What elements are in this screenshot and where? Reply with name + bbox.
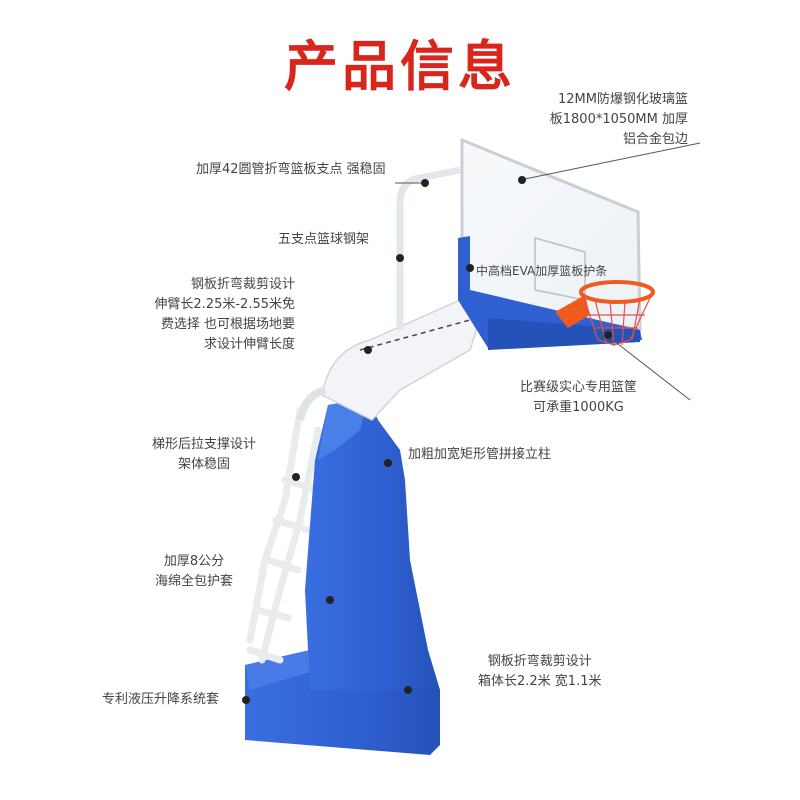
- callout-column: 加粗加宽矩形管拼接立柱: [408, 447, 552, 462]
- page-title: 产品信息: [284, 35, 516, 98]
- hoop-rim: [555, 280, 655, 347]
- callout-sponge: 加厚8公分 海绵全包护套: [155, 554, 234, 589]
- ladder-support: [246, 406, 322, 664]
- callout-ladder: 梯形后拉支撑设计 架体稳固: [152, 437, 257, 472]
- callout-eva-guard: 中高档EVA加厚篮板护条: [476, 264, 608, 278]
- callout-box: 钢板折弯裁剪设计 箱体长2.2米 宽1.1米: [478, 654, 602, 689]
- callout-hoop: 比赛级实心专用篮筐 可承重1000KG: [520, 380, 638, 415]
- callout-arm: 钢板折弯裁剪设计 伸臂长2.25米-2.55米免 费选择 也可根据场地要 求设计…: [154, 277, 295, 352]
- callout-dots: [242, 176, 612, 704]
- eva-pad: [458, 236, 642, 350]
- steel-arm: [296, 299, 481, 421]
- leader-lines: [395, 142, 701, 401]
- callout-glass-board: 12MM防爆钢化玻璃篮 板1800*1050MM 加厚 铝合金包边: [549, 92, 688, 147]
- padded-column: [305, 398, 440, 690]
- callout-tube-support: 加厚42圆管折弯篮板支点 强稳固: [196, 162, 386, 177]
- callout-hydraulic: 专利液压升降系统套: [102, 692, 220, 707]
- callout-five-point: 五支点篮球钢架: [278, 232, 370, 247]
- curved-tube: [396, 166, 461, 330]
